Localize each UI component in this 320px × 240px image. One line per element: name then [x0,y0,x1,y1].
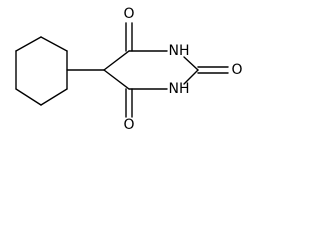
carbonyl-bonds [125,22,229,118]
bond-c2-n3 [183,69,199,85]
bond-cy-1 [15,36,42,52]
molecule-diagram: O NH O NH O [15,6,243,133]
cyclohexane-ring [15,36,68,106]
atom-label-o-bottom: O [123,117,134,133]
bond-cy-4 [40,88,68,106]
bond-c5-c6 [103,50,130,71]
atom-label-nh-bottom: NH [169,81,190,97]
atom-label-o-top: O [123,6,134,22]
bond-c4-c5 [103,69,130,90]
bond-cy-5 [15,88,42,106]
bond-cy-2 [40,36,68,52]
atom-label-nh-top: NH [169,43,190,59]
bond-n1-c2 [183,56,199,71]
pyrimidine-ring [103,50,199,90]
atom-label-o-mid: O [231,62,242,78]
